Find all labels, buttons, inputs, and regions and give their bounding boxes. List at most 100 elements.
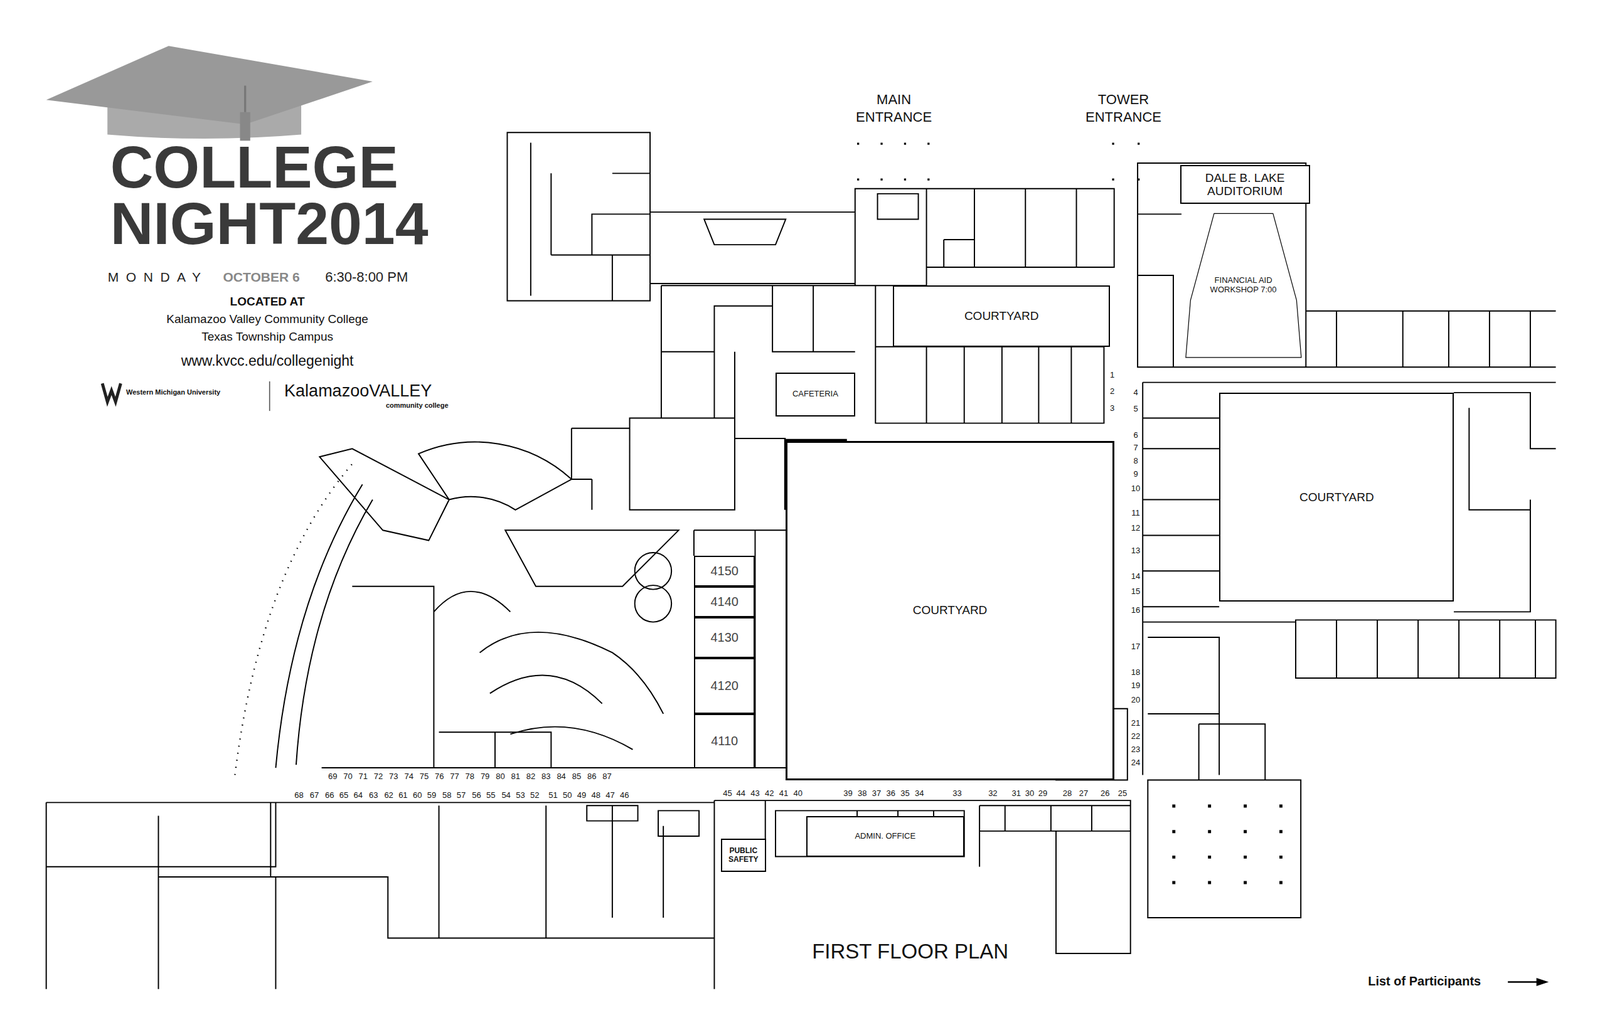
cap-tassel bbox=[240, 112, 251, 142]
table-number: 9 bbox=[1132, 469, 1139, 480]
table-number: 72 bbox=[373, 771, 384, 782]
table-number: 47 bbox=[604, 791, 615, 802]
logo-separator bbox=[269, 381, 271, 411]
table-number: 6 bbox=[1132, 431, 1139, 442]
table-number: 67 bbox=[309, 791, 320, 802]
table-number: 11 bbox=[1130, 508, 1141, 519]
table-number: 19 bbox=[1130, 680, 1141, 691]
table-number: 62 bbox=[383, 791, 394, 802]
table-number: 24 bbox=[1130, 758, 1141, 769]
auditorium-label-box: DALE B. LAKE AUDITORIUM bbox=[1180, 165, 1311, 204]
table-number: 44 bbox=[735, 788, 746, 799]
table-number: 61 bbox=[397, 791, 408, 802]
round-planter bbox=[634, 585, 672, 623]
table-number: 2 bbox=[1109, 387, 1115, 398]
table-number: 55 bbox=[485, 791, 496, 802]
table-number: 31 bbox=[1011, 788, 1022, 799]
public-safety-office: PUBLIC SAFETY bbox=[720, 838, 767, 873]
table-number: 84 bbox=[555, 771, 566, 782]
entrance-dots bbox=[857, 143, 1140, 181]
table-number: 48 bbox=[591, 791, 602, 802]
table-number: 5 bbox=[1132, 404, 1139, 415]
table-number: 38 bbox=[857, 788, 868, 799]
table-number: 76 bbox=[434, 771, 445, 782]
table-number: 32 bbox=[987, 788, 998, 799]
round-planter bbox=[634, 552, 672, 590]
table-number: 52 bbox=[529, 791, 540, 802]
graduation-cap bbox=[46, 45, 373, 141]
table-number: 15 bbox=[1130, 586, 1141, 597]
website-url: www.kvcc.edu/collegenight bbox=[180, 352, 355, 371]
table-number: 36 bbox=[885, 788, 896, 799]
room-label: COURTYARD bbox=[964, 309, 1040, 324]
table-number: 16 bbox=[1130, 605, 1141, 616]
sponsor-logo-text: KalamazooVALLEY bbox=[283, 380, 433, 401]
table-number: 73 bbox=[388, 771, 399, 782]
courtyard: COURTYARD bbox=[1219, 392, 1454, 602]
table-number: 41 bbox=[778, 788, 789, 799]
location-text: Texas Township Campus bbox=[200, 329, 334, 344]
table-number: 82 bbox=[525, 771, 536, 782]
table-number: 33 bbox=[951, 788, 962, 799]
auditorium-hall: FINANCIAL AID WORKSHOP 7:00 bbox=[1184, 212, 1303, 359]
table-number: 39 bbox=[842, 788, 853, 799]
table-number: 80 bbox=[495, 771, 506, 782]
table-number: 30 bbox=[1024, 788, 1035, 799]
table-number: 45 bbox=[722, 788, 733, 799]
location-heading: LOCATED AT bbox=[229, 294, 306, 310]
table-number: 4 bbox=[1132, 387, 1139, 398]
room-label: 4140 bbox=[710, 594, 739, 610]
admin-office: ADMIN. OFFICE bbox=[806, 816, 965, 858]
table-number: 77 bbox=[449, 771, 460, 782]
room-label: 4150 bbox=[710, 564, 739, 579]
page-pointer: List of Participants bbox=[1367, 973, 1482, 989]
table-number: 22 bbox=[1130, 731, 1141, 742]
table-number: 50 bbox=[562, 791, 573, 802]
room: 4120 bbox=[693, 658, 756, 715]
room-label: 4120 bbox=[710, 678, 739, 694]
auditorium-fan-shape bbox=[1185, 213, 1302, 358]
table-number: 74 bbox=[403, 771, 414, 782]
room-label: COURTYARD bbox=[1299, 490, 1375, 505]
library-columns bbox=[1172, 805, 1283, 885]
table-number: 60 bbox=[412, 791, 423, 802]
plan-caption: FIRST FLOOR PLAN bbox=[811, 939, 1009, 966]
table-number: 78 bbox=[464, 771, 475, 782]
room-label: ADMIN. OFFICE bbox=[854, 832, 916, 842]
table-number: 58 bbox=[441, 791, 452, 802]
table-number: 26 bbox=[1099, 788, 1110, 799]
table-number: 20 bbox=[1130, 695, 1141, 706]
table-number: 23 bbox=[1130, 745, 1141, 756]
table-number: 8 bbox=[1132, 456, 1139, 467]
table-number: 65 bbox=[338, 791, 349, 802]
table-number: 14 bbox=[1130, 571, 1141, 582]
room-label: FINANCIAL AID WORKSHOP 7:00 bbox=[1195, 276, 1292, 295]
table-number: 51 bbox=[547, 791, 558, 802]
table-number: 85 bbox=[571, 771, 582, 782]
table-number: 53 bbox=[515, 791, 526, 802]
table-number: 54 bbox=[500, 791, 511, 802]
entrance-label: TOWER ENTRANCE bbox=[1071, 90, 1176, 126]
table-number: 29 bbox=[1037, 788, 1048, 799]
table-number: 83 bbox=[540, 771, 551, 782]
sponsor-logo-text: Western Michigan University bbox=[125, 389, 221, 398]
table-number: 66 bbox=[324, 791, 335, 802]
table-number: 87 bbox=[601, 771, 612, 782]
arrow-line bbox=[1507, 981, 1539, 983]
table-number: 59 bbox=[426, 791, 437, 802]
cafeteria-room: CAFETERIA bbox=[775, 372, 856, 417]
table-number: 12 bbox=[1130, 523, 1141, 534]
table-number: 21 bbox=[1130, 718, 1141, 729]
table-number: 56 bbox=[471, 791, 482, 802]
wmu-logo-mark bbox=[102, 383, 121, 402]
table-number: 46 bbox=[619, 791, 630, 802]
room-label: DALE B. LAKE AUDITORIUM bbox=[1184, 171, 1307, 199]
courtyard: COURTYARD bbox=[892, 285, 1110, 347]
table-number: 7 bbox=[1132, 442, 1139, 454]
event-time: 6:30-8:00 PM bbox=[324, 269, 409, 286]
table-number: 3 bbox=[1109, 403, 1115, 414]
table-number: 17 bbox=[1130, 641, 1141, 652]
table-number: 13 bbox=[1130, 545, 1141, 556]
table-number: 70 bbox=[342, 771, 353, 782]
